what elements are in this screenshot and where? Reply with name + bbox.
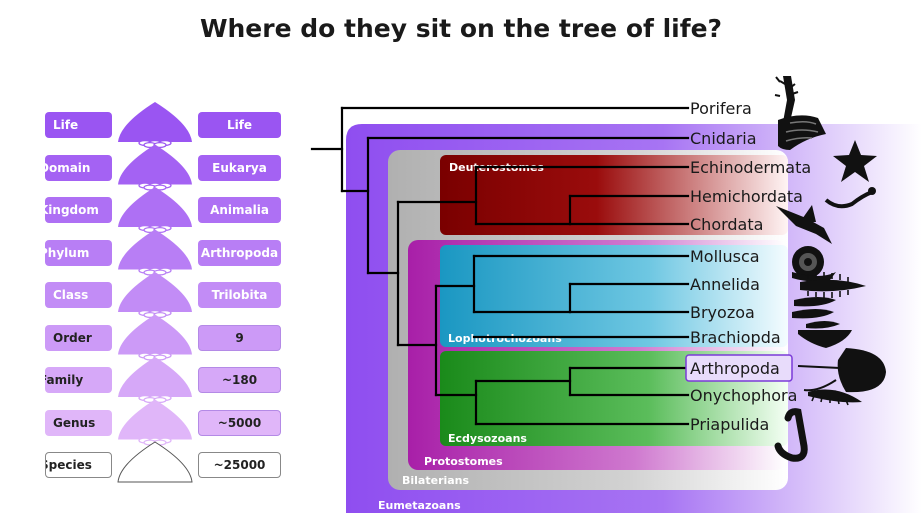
taxon-label-echinodermata: Echinodermata [690, 158, 811, 177]
velvet-worm-icon [808, 389, 862, 406]
taxon-label-brachiopda: Brachiopda [690, 328, 781, 347]
clade-box-lophotrochozoans: Lophotrochozoans [440, 245, 788, 347]
tree-branches [310, 106, 690, 426]
rank-name-class: Class [45, 282, 112, 308]
taxon-label-mollusca: Mollusca [690, 247, 760, 266]
rank-name-genus: Genus [45, 410, 112, 436]
rank-value-7: ~180 [198, 367, 281, 393]
starfish-icon [833, 140, 877, 182]
rank-name-species: Species [45, 452, 112, 478]
funnel-joint [138, 437, 172, 446]
funnel-segment [118, 314, 192, 355]
worm-icon [800, 272, 866, 298]
rank-value-9: ~25000 [198, 452, 281, 478]
taxon-labels: Porifera Cnidaria Echinodermata Hemichor… [690, 99, 811, 434]
funnel-segment [118, 144, 192, 185]
rank-names-column: LifeDomainKingdomPhylumClassOrderFamilyG… [45, 0, 112, 513]
taxon-label-priapulida: Priapulida [690, 415, 769, 434]
sponge-icon [774, 76, 799, 122]
rank-value-2: Eukarya [198, 155, 281, 181]
rank-value-3: Animalia [198, 197, 281, 223]
priapulid-icon [774, 408, 808, 462]
taxon-label-porifera: Porifera [690, 99, 752, 118]
funnel-segment [118, 102, 192, 142]
funnel-joint [138, 139, 172, 149]
taxon-label-chordata: Chordata [690, 215, 763, 234]
rank-value-8: ~5000 [198, 410, 281, 436]
taxon-label-arthropoda: Arthropoda [690, 359, 780, 378]
funnel-segment [118, 399, 192, 440]
clade-label-lophotrochozoans: Lophotrochozoans [448, 332, 562, 345]
clade-label-eumetazoans: Eumetazoans [378, 499, 461, 512]
clade-label-protostomes: Protostomes [424, 455, 503, 468]
taxon-label-hemichordata: Hemichordata [690, 187, 803, 206]
rank-name-life: Life [45, 112, 112, 138]
horseshoe-crab-icon [797, 348, 886, 393]
rank-name-family: Family [45, 367, 112, 393]
taxon-label-annelida: Annelida [690, 275, 760, 294]
funnel-segment [117, 441, 193, 483]
rank-name-kingdom: Kingdom [45, 197, 112, 223]
funnel-segment [118, 272, 192, 312]
clade-label-ecdysozoans: Ecdysozoans [448, 432, 527, 445]
rank-name-phylum: Phylum [45, 240, 112, 266]
taxonomy-funnel [117, 102, 193, 483]
snail-icon [792, 246, 836, 282]
coral-icon [778, 115, 826, 150]
page-title: Where do they sit on the tree of life? [199, 14, 723, 43]
taxon-label-cnidaria: Cnidaria [690, 129, 757, 148]
bird-icon [776, 205, 832, 244]
taxon-label-bryozoa: Bryozoa [690, 303, 755, 322]
rank-name-order: Order [45, 325, 112, 351]
funnel-segment [118, 187, 192, 227]
rank-value-4: Arthropoda [198, 240, 281, 266]
rank-name-domain: Domain [45, 155, 112, 181]
acorn-worm-icon [824, 187, 876, 209]
rank-value-5: Trilobita [198, 282, 281, 308]
rank-value-6: 9 [198, 325, 281, 351]
bryozoan-icon [792, 297, 840, 329]
taxon-label-onychophora: Onychophora [690, 386, 797, 405]
highlight-box [685, 354, 793, 382]
brachiopod-icon [798, 330, 852, 348]
funnel-segment [118, 229, 192, 270]
rank-value-1: Life [198, 112, 281, 138]
funnel-segment [118, 357, 192, 397]
clade-label-bilaterians: Bilaterians [402, 474, 470, 487]
